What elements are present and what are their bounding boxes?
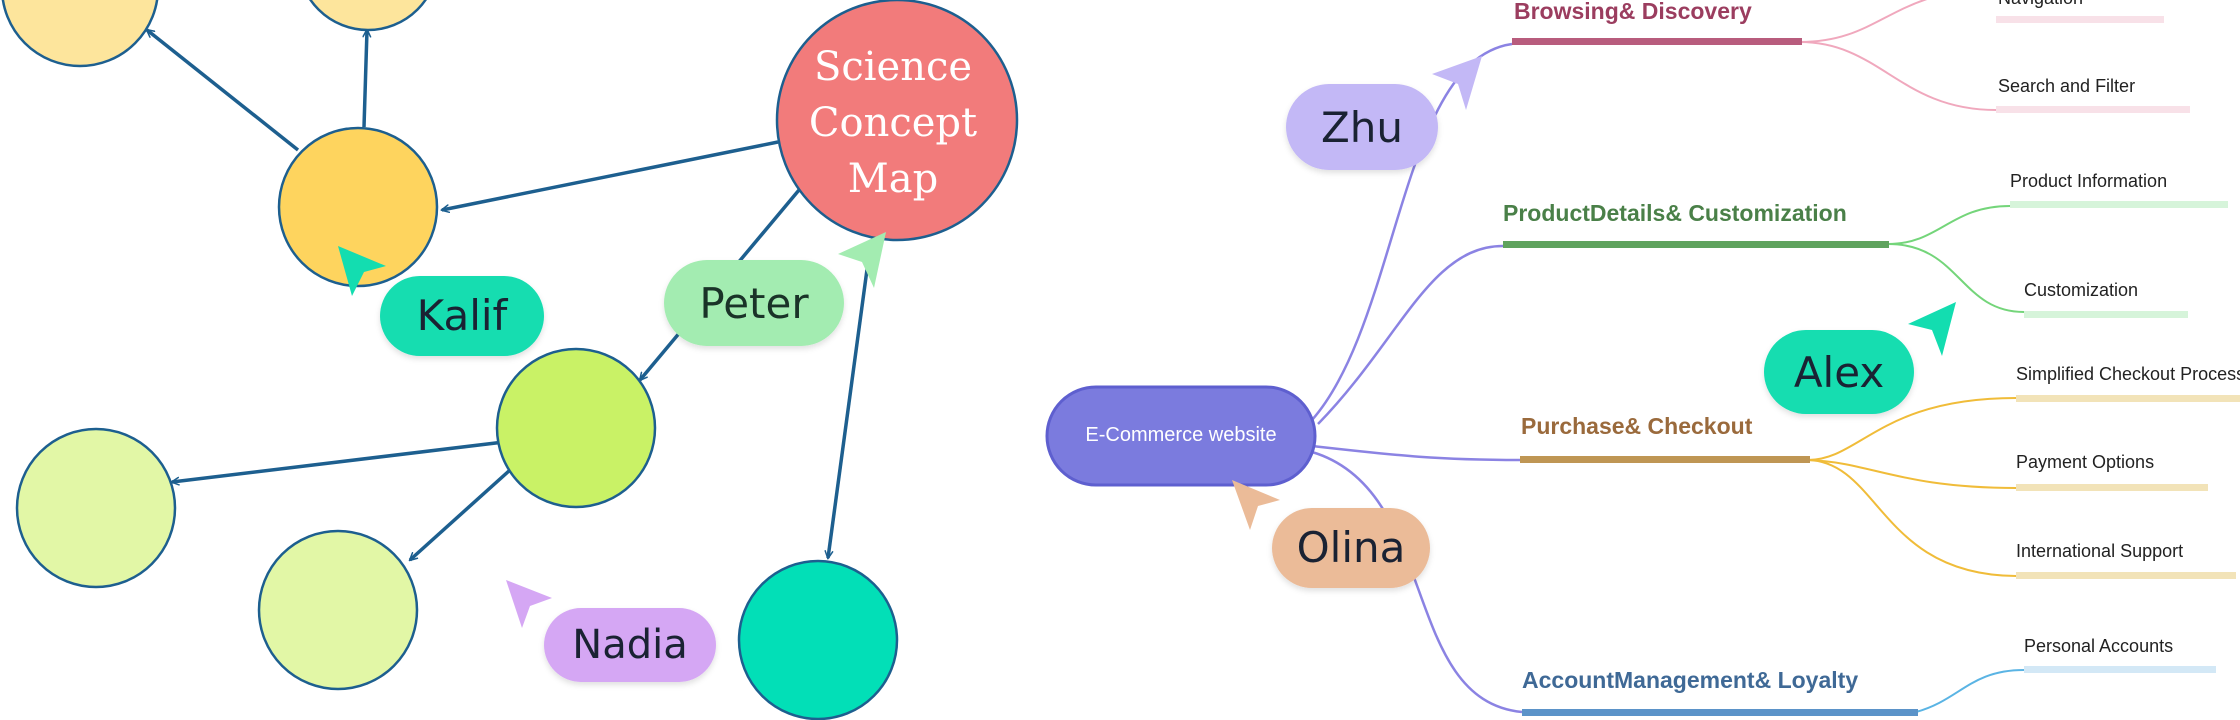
root-node[interactable]: E-Commerce website bbox=[1045, 385, 1317, 487]
root-label: E-Commerce website bbox=[1085, 424, 1276, 446]
branch-title[interactable]: Purchase& Checkout bbox=[1521, 413, 1753, 439]
cursor-name: Alex bbox=[1794, 348, 1884, 397]
title-line-2: Concept bbox=[809, 100, 977, 146]
cursor-zhu: Zhu bbox=[1286, 56, 1482, 170]
leaf-underline bbox=[2016, 572, 2236, 579]
branch-title[interactable]: Browsing& Discovery bbox=[1514, 0, 1752, 24]
edge-title-to-teal[interactable] bbox=[824, 239, 873, 560]
concept-map-title: Science Concept Map bbox=[809, 44, 977, 202]
concept-map: Science Concept Map bbox=[1, 0, 1019, 720]
edge-lime-to-left[interactable] bbox=[170, 440, 505, 486]
leaf-connector bbox=[1807, 459, 2017, 489]
branch-product: ProductDetails& Customization Product In… bbox=[1503, 171, 2228, 318]
connector-root-to-product bbox=[1317, 244, 1504, 425]
branch-underline bbox=[1520, 456, 1810, 463]
leaf-underline bbox=[2016, 395, 2240, 402]
edge-orange-to-topmid[interactable] bbox=[362, 28, 372, 128]
concept-node-title[interactable] bbox=[775, 0, 1019, 242]
cursor-arrow-icon bbox=[1908, 302, 1956, 356]
collaborator-cursors: Kalif Peter Nadia Zhu Alex bbox=[338, 56, 1956, 682]
cursor-label-pill bbox=[1272, 508, 1430, 588]
cursor-arrow-icon bbox=[506, 580, 552, 628]
title-line-1: Science bbox=[814, 44, 972, 90]
mind-map: Browsing& Discovery Navigation Search an… bbox=[1045, 0, 2240, 716]
branch-browsing: Browsing& Discovery Navigation Search an… bbox=[1512, 0, 2190, 113]
leaf-label[interactable]: Simplified Checkout Process bbox=[2016, 364, 2240, 384]
concept-node-teal[interactable] bbox=[737, 559, 899, 720]
leaf-connector bbox=[1807, 397, 2017, 461]
leaf-label[interactable]: Search and Filter bbox=[1998, 76, 2135, 96]
concept-edges bbox=[145, 28, 873, 562]
cursor-name: Olina bbox=[1297, 523, 1406, 572]
leaf-label[interactable]: Navigation bbox=[1998, 0, 2083, 8]
branch-underline bbox=[1522, 709, 1918, 716]
edge-title-to-orange[interactable] bbox=[440, 140, 779, 214]
cursor-arrow-icon bbox=[338, 246, 386, 296]
cursor-name: Peter bbox=[699, 279, 809, 328]
edge-orange-to-topleft[interactable] bbox=[145, 28, 300, 152]
cursor-name: Nadia bbox=[572, 622, 687, 668]
cursor-label-pill bbox=[1764, 330, 1914, 414]
concept-node-top-left[interactable] bbox=[1, 0, 159, 68]
edge-lime-to-bottomleft[interactable] bbox=[408, 468, 512, 562]
leaf-label[interactable]: Customization bbox=[2024, 280, 2138, 300]
leaf-connector bbox=[1887, 243, 2025, 313]
cursor-nadia: Nadia bbox=[506, 580, 716, 682]
leaf-connector bbox=[1915, 669, 2025, 713]
cursor-name: Kalif bbox=[417, 291, 509, 340]
branch-underline bbox=[1512, 38, 1802, 45]
branch-purchase: Purchase& Checkout Simplified Checkout P… bbox=[1520, 364, 2240, 579]
root-connectors bbox=[1311, 42, 1523, 714]
leaf-connector bbox=[1799, 0, 1928, 43]
leaf-connector bbox=[1799, 41, 1997, 111]
cursor-name: Zhu bbox=[1321, 103, 1403, 152]
leaf-underline bbox=[2024, 666, 2216, 673]
concept-node-bottom-left[interactable] bbox=[257, 529, 419, 691]
leaf-underline bbox=[1996, 106, 2190, 113]
cursor-kalif: Kalif bbox=[338, 246, 544, 356]
leaf-connector bbox=[1887, 205, 2011, 245]
cursor-label-pill bbox=[380, 276, 544, 356]
cursor-arrow-icon bbox=[1432, 56, 1482, 110]
cursor-label-pill bbox=[544, 608, 716, 682]
cursor-arrow-icon bbox=[1232, 480, 1280, 530]
leaf-underline bbox=[2016, 484, 2208, 491]
cursor-arrow-icon bbox=[838, 232, 886, 288]
branch-account: AccountManagement& Loyalty Personal Acco… bbox=[1522, 636, 2216, 716]
title-line-3: Map bbox=[848, 156, 938, 202]
cursor-peter: Peter bbox=[664, 232, 886, 346]
connector-root-to-account bbox=[1311, 450, 1523, 714]
leaf-connector bbox=[1807, 459, 2017, 577]
leaf-label[interactable]: International Support bbox=[2016, 541, 2183, 561]
concept-node-left[interactable] bbox=[15, 427, 177, 589]
leaf-underline bbox=[1996, 16, 2164, 23]
root-pill[interactable] bbox=[1045, 385, 1317, 487]
cursor-alex: Alex bbox=[1764, 302, 1956, 414]
leaf-label[interactable]: Personal Accounts bbox=[2024, 636, 2173, 656]
branch-underline bbox=[1503, 241, 1889, 248]
connector-root-to-purchase bbox=[1311, 444, 1521, 462]
concept-node-top-mid[interactable] bbox=[298, 0, 438, 32]
cursor-label-pill bbox=[1286, 84, 1438, 170]
concept-node-orange[interactable] bbox=[277, 126, 439, 288]
leaf-label[interactable]: Payment Options bbox=[2016, 452, 2154, 472]
leaf-underline bbox=[2010, 201, 2228, 208]
cursor-olina: Olina bbox=[1232, 480, 1430, 588]
concept-node-lime[interactable] bbox=[495, 347, 657, 509]
leaf-underline bbox=[2024, 311, 2188, 318]
cursor-label-pill bbox=[664, 260, 844, 346]
leaf-label[interactable]: Product Information bbox=[2010, 171, 2167, 191]
branch-title[interactable]: AccountManagement& Loyalty bbox=[1522, 667, 1858, 693]
branch-title[interactable]: ProductDetails& Customization bbox=[1503, 200, 1847, 226]
